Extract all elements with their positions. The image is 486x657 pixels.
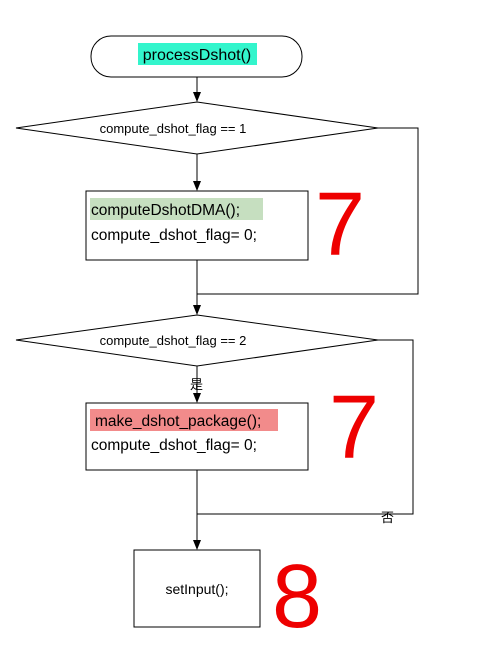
process3-label: setInput(); xyxy=(165,581,228,597)
start-label: processDshot() xyxy=(143,47,251,64)
process2-line2: compute_dshot_flag= 0; xyxy=(91,437,257,454)
decision2-no-branch xyxy=(197,339,414,515)
process2-line1: make_dshot_package(); xyxy=(95,413,261,430)
annotation-number-1: 7 xyxy=(315,175,365,275)
process1-line2: compute_dshot_flag= 0; xyxy=(91,227,257,244)
annotation-number-3: 8 xyxy=(272,547,322,647)
process3-box xyxy=(133,549,261,628)
process1-line1: computeDshotDMA(); xyxy=(91,202,240,219)
decision1-no-branch xyxy=(197,127,419,295)
decision1-label: compute_dshot_flag == 1 xyxy=(100,121,247,136)
process2-line1-highlight xyxy=(90,409,278,431)
start-label-highlight xyxy=(138,43,257,65)
edge-label-no: 否 xyxy=(381,510,394,525)
process1-line1-highlight xyxy=(90,198,263,220)
decision2-label: compute_dshot_flag == 2 xyxy=(100,333,247,348)
annotation-number-2: 7 xyxy=(329,378,379,478)
